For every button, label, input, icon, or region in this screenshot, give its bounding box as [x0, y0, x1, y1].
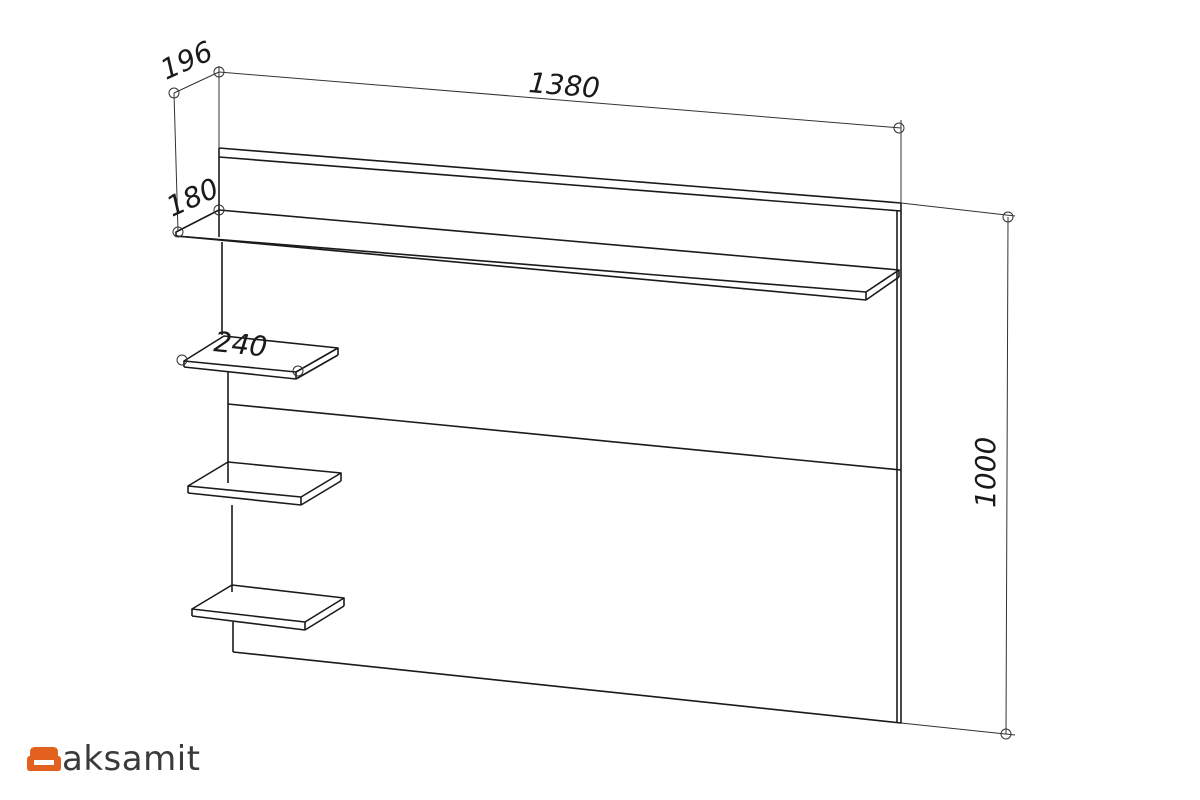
dimension-width-label: 1380 — [527, 66, 601, 105]
small-shelf-2 — [187, 461, 342, 506]
dimension-height-label: 1000 — [969, 437, 1002, 508]
brand-logo: aksamit — [26, 742, 200, 776]
small-shelf-3 — [191, 584, 345, 631]
dimension-depth-shelf-label: 180 — [161, 172, 223, 224]
dimension-depth-top-label: 196 — [155, 35, 217, 87]
wall-panel — [218, 147, 902, 724]
dimension-depth-small-shelf: 240 — [176, 325, 304, 377]
sofa-icon — [27, 747, 61, 771]
dimension-depth-shelf: 180 — [161, 172, 225, 238]
dimension-depth-small-shelf-label: 240 — [212, 325, 269, 363]
dimension-width: 1380 — [213, 66, 905, 203]
dimension-height: 1000 — [900, 202, 1016, 740]
top-shelf — [175, 209, 900, 301]
brand-name: aksamit — [62, 739, 201, 779]
